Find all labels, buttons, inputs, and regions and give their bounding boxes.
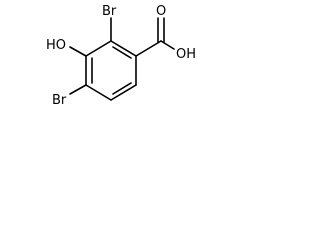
bond-carboxyl-oh <box>160 40 175 50</box>
ring-bond-5-6 <box>110 40 137 57</box>
ring-bond-3-4 <box>110 84 137 101</box>
atom-label-acid-oh: OH <box>176 47 196 62</box>
atom-label-hydroxyl: HO <box>46 38 66 53</box>
bond-c5-carboxyl-carbon <box>135 40 162 57</box>
ring-bond-6-1 <box>85 40 112 57</box>
ring-bond-2-3 <box>85 84 112 101</box>
ring-double-bond-inner-bottom <box>112 82 132 95</box>
ring-double-bond-inner-top <box>112 46 132 59</box>
atom-label-carbonyl-o: O <box>156 4 166 19</box>
structure-diagram: Br HO Br O OH <box>46 4 196 108</box>
bond-c1-hydroxyl <box>69 46 87 57</box>
atom-label-br-top: Br <box>102 4 117 19</box>
atom-label-br-bottom: Br <box>52 93 67 108</box>
bond-c2-br-bottom <box>69 84 87 95</box>
